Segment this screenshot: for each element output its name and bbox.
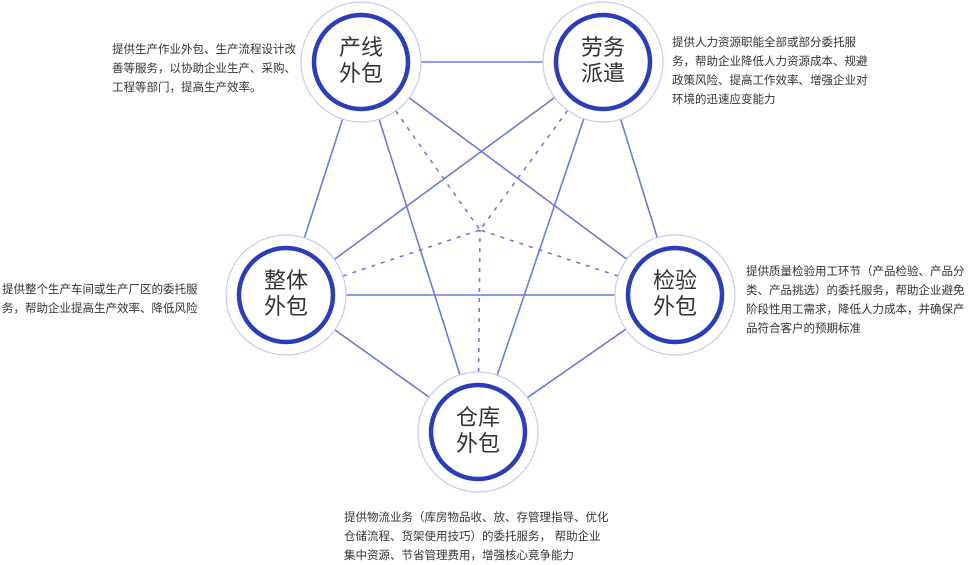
node-label-zhengti: 整体外包 xyxy=(263,269,308,320)
node-label-cangku: 仓库外包 xyxy=(455,406,500,457)
desc-zhengti: 提供整个生产车间或生产厂区的委托服务，帮助企业提高生产效率、降低风险 xyxy=(2,282,198,315)
dashed-connector-jianyan xyxy=(479,229,676,296)
node-label-jianyan: 检验外包 xyxy=(652,269,697,320)
node-circle-zhengti xyxy=(236,245,336,345)
node-circle-jianyan xyxy=(625,245,725,345)
connector-laowu-zhengti xyxy=(285,61,604,296)
desc-chanxian: 提供生产作业外包、生产流程设计改善等服务，以协助企业生产、采购、工程等部门，提高… xyxy=(112,42,296,94)
connector-chanxian-cangku xyxy=(360,61,479,433)
connector-laowu-cangku xyxy=(477,61,604,433)
desc-laowu: 提供人力资源职能全部或部分委托服务，帮助企业降低人力资源成本、规避政策风险、提高… xyxy=(672,35,868,106)
dashed-connector-chanxian xyxy=(360,61,481,231)
dashed-connector-zhengti xyxy=(285,229,481,296)
node-circle-laowu xyxy=(553,12,653,112)
node-circle-cangku xyxy=(428,382,528,482)
node-circle-chanxian xyxy=(311,12,411,112)
desc-cangku: 提供物流业务（库房物品收、放、存管理指导、优化仓储流程、货架使用技巧）的委托服务… xyxy=(344,510,609,562)
node-label-chanxian: 产线外包 xyxy=(338,36,383,87)
dashed-connector-laowu xyxy=(479,61,604,231)
node-label-laowu: 劳务派遣 xyxy=(580,36,625,87)
desc-jianyan: 提供质量检验用工环节（产品检验、产品分类、产品挑选）的委托服务，帮助企业避免阶段… xyxy=(746,264,965,335)
connector-chanxian-jianyan xyxy=(360,61,676,296)
